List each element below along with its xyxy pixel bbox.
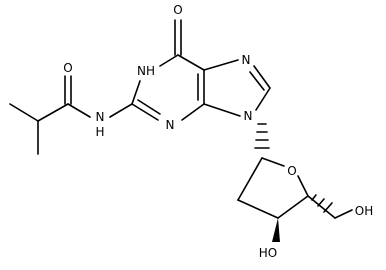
bond-c2-n1 xyxy=(131,80,141,105)
hash-c4-c5-3 xyxy=(323,202,333,213)
atom-oxygen-carbonyl-top: O xyxy=(173,3,182,17)
bond-n3-c4 xyxy=(181,103,205,121)
bond-c2prime-c3prime xyxy=(237,199,279,219)
bond-n7-c8-b xyxy=(249,71,265,91)
bond-c2-n3-a xyxy=(131,103,159,121)
stereo-hash-bonds xyxy=(254,123,333,213)
atom-oxygen-amide: O xyxy=(63,61,72,75)
atom-n3: N xyxy=(166,118,175,132)
bond-c5prime-oh xyxy=(334,209,353,219)
hash-c4-c5-2 xyxy=(317,198,325,207)
bond-nh-c2 xyxy=(109,103,133,118)
bond-c1-c2prime xyxy=(237,157,263,201)
bond-c5-n7 xyxy=(203,59,239,71)
bond-c4prime-o xyxy=(297,175,309,197)
bond-c5-c6 xyxy=(177,54,205,71)
hash-c4-c5-1 xyxy=(311,194,317,201)
bond-o-c1 xyxy=(261,157,285,167)
atom-labels: O O NH N N N N H O HO OH xyxy=(63,3,373,260)
bond-c8-n9 xyxy=(255,87,271,111)
bond-c6-n1 xyxy=(159,54,179,67)
atom-hydroxyl-3prime: HO xyxy=(259,246,277,260)
atom-ring-oxygen: O xyxy=(287,164,296,178)
atom-hydroxyl-5prime: OH xyxy=(355,204,373,218)
bond-methyl-top xyxy=(9,103,39,122)
atom-n7: N xyxy=(242,53,251,67)
bond-n7-c8-a xyxy=(253,65,271,89)
bond-isopropyl-carbonyl xyxy=(37,103,69,122)
wedge-c3prime-oh xyxy=(272,218,280,242)
bonds xyxy=(9,19,353,219)
bond-amide-c-n xyxy=(67,103,91,118)
atom-amide-n: N xyxy=(96,110,105,124)
bond-c2-n3-b xyxy=(137,99,161,115)
atom-n1-nh: NH xyxy=(137,64,155,78)
bond-c3prime-c4prime xyxy=(277,195,309,219)
atom-n9: N xyxy=(244,109,253,123)
bond-n9-c4 xyxy=(203,103,241,117)
atom-amide-h: H xyxy=(95,125,104,139)
